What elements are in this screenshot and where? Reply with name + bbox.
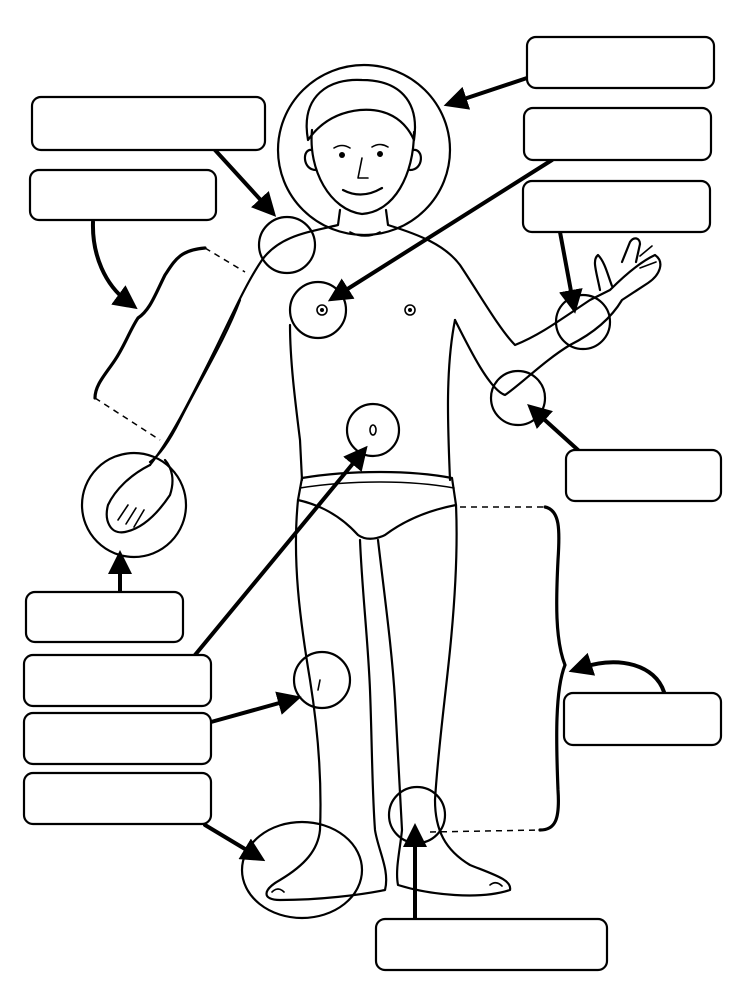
arrow-leg bbox=[568, 652, 666, 694]
hair bbox=[305, 78, 417, 142]
arrow-knee bbox=[209, 691, 302, 724]
right-nipple bbox=[404, 304, 416, 316]
arrow-chest bbox=[327, 158, 554, 302]
arrow-head bbox=[443, 76, 529, 110]
label-boxes bbox=[22, 35, 723, 972]
face bbox=[310, 128, 416, 216]
arrow-foot bbox=[203, 823, 266, 862]
human-figure bbox=[105, 78, 662, 902]
label-box-shoulder[interactable] bbox=[30, 95, 267, 152]
arrow-wrist bbox=[558, 230, 583, 314]
arrow-navel bbox=[193, 445, 368, 657]
label-box-elbow[interactable] bbox=[564, 448, 723, 503]
leg-brace bbox=[538, 505, 567, 832]
label-box-chest[interactable] bbox=[522, 106, 713, 162]
chest-circle bbox=[288, 280, 348, 340]
label-box-wrist[interactable] bbox=[521, 179, 712, 234]
knee-circle bbox=[292, 650, 352, 710]
elbow-circle bbox=[489, 369, 547, 427]
shoulder-circle bbox=[257, 215, 317, 275]
underwear bbox=[296, 470, 458, 540]
label-box-leg[interactable] bbox=[562, 691, 723, 747]
wrist-circle bbox=[554, 293, 612, 351]
mouth bbox=[341, 186, 384, 196]
nose bbox=[357, 157, 369, 179]
label-box-navel[interactable] bbox=[22, 653, 213, 708]
label-box-head[interactable] bbox=[525, 35, 716, 90]
label-box-foot[interactable] bbox=[22, 771, 213, 826]
braces bbox=[93, 246, 567, 833]
label-box-arm[interactable] bbox=[28, 168, 218, 222]
foot-circle bbox=[240, 820, 364, 920]
highlight-circles bbox=[80, 63, 612, 920]
arrows bbox=[90, 76, 666, 921]
arrow-elbow bbox=[527, 403, 580, 452]
navel bbox=[369, 424, 377, 436]
left-nipple bbox=[316, 304, 328, 316]
label-box-knee[interactable] bbox=[22, 711, 213, 766]
hand-circle bbox=[80, 451, 188, 559]
navel-circle bbox=[345, 402, 401, 458]
label-box-ankle[interactable] bbox=[374, 917, 609, 972]
arrow-shoulder bbox=[213, 148, 277, 217]
label-box-hand[interactable] bbox=[24, 590, 185, 644]
right-eye bbox=[377, 151, 383, 157]
arm-brace bbox=[93, 246, 207, 400]
head-circle bbox=[276, 63, 452, 237]
arrow-arm bbox=[90, 220, 138, 310]
left-eye bbox=[339, 152, 345, 158]
